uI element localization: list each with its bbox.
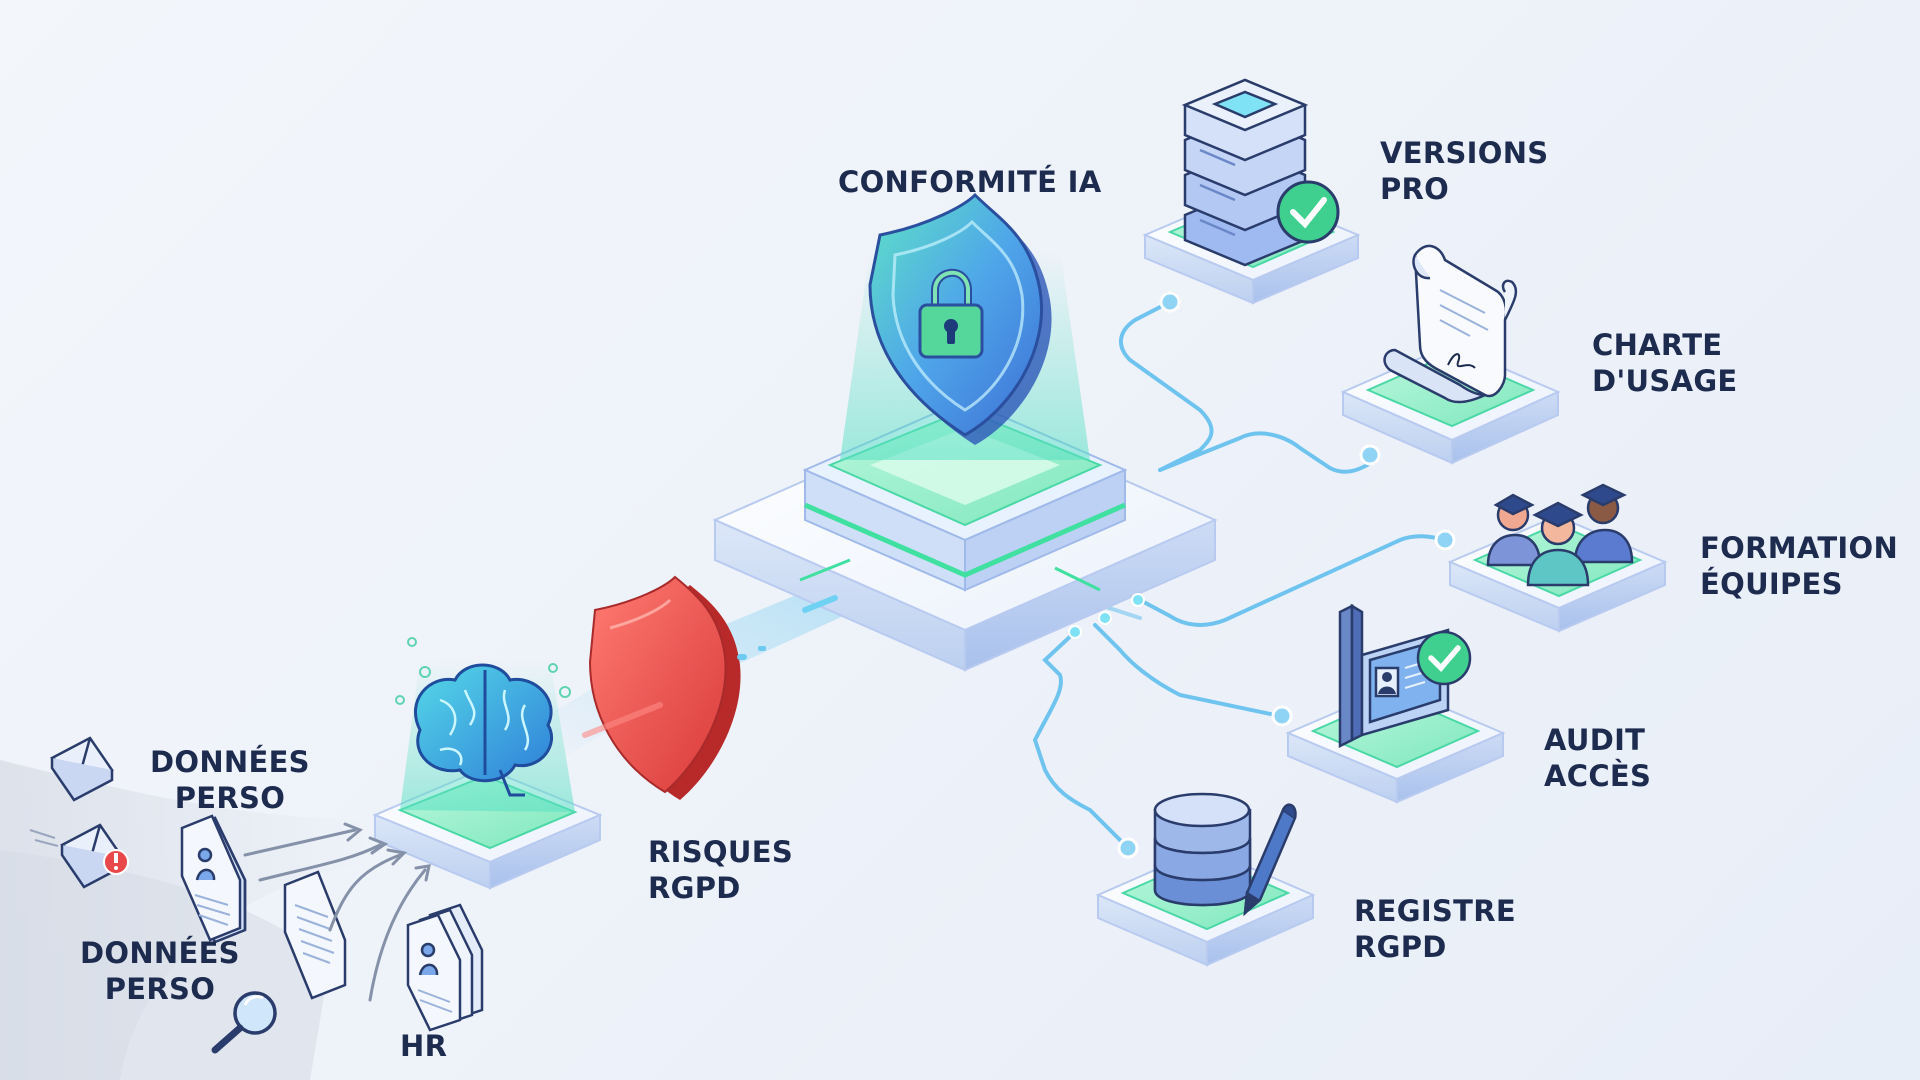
versions-node [1142,78,1361,305]
graduates-icon [1486,483,1634,587]
formation-node [1447,483,1668,633]
output-label-audit: AUDIT ACCÈS [1544,723,1652,793]
risk-label: RISQUES RGPD [648,835,794,905]
envelope-icon [50,736,114,802]
output-label-formation: FORMATION ÉQUIPES [1700,531,1899,601]
charte-node [1340,244,1561,465]
input-label-donnees-bottom: DONNÉES PERSO [80,936,240,1006]
input-label-hr: HR [400,1029,448,1063]
registre-node [1095,792,1316,967]
input-label-donnees-top: DONNÉES PERSO [150,745,310,815]
audit-node [1285,603,1506,804]
access-badge-icon [1338,603,1472,749]
text-document-icon [283,870,347,1000]
output-label-charte: CHARTE D'USAGE [1592,328,1738,398]
ai-brain-node [372,637,603,890]
lock-shield-icon [868,192,1052,445]
hr-files-icon [406,903,484,1032]
connector-dots [1117,291,1456,859]
hub-title: CONFORMITÉ IA [838,165,1102,199]
envelope-alert-icon [29,823,129,889]
brain-icon [413,663,554,797]
risk-shield-icon [582,575,741,800]
database-pen-icon [1153,792,1297,917]
flow-arrows [243,822,431,1002]
server-check-icon [1181,78,1340,267]
central-hub [712,192,1218,672]
magnifier-icon [211,991,277,1054]
output-label-registre: REGISTRE RGPD [1354,894,1516,964]
connector-lines [1032,300,1447,850]
output-label-versions: VERSIONS PRO [1380,136,1549,206]
id-document-icon [180,814,247,944]
signed-scroll-icon [1383,244,1518,404]
particle-dots [737,646,766,660]
